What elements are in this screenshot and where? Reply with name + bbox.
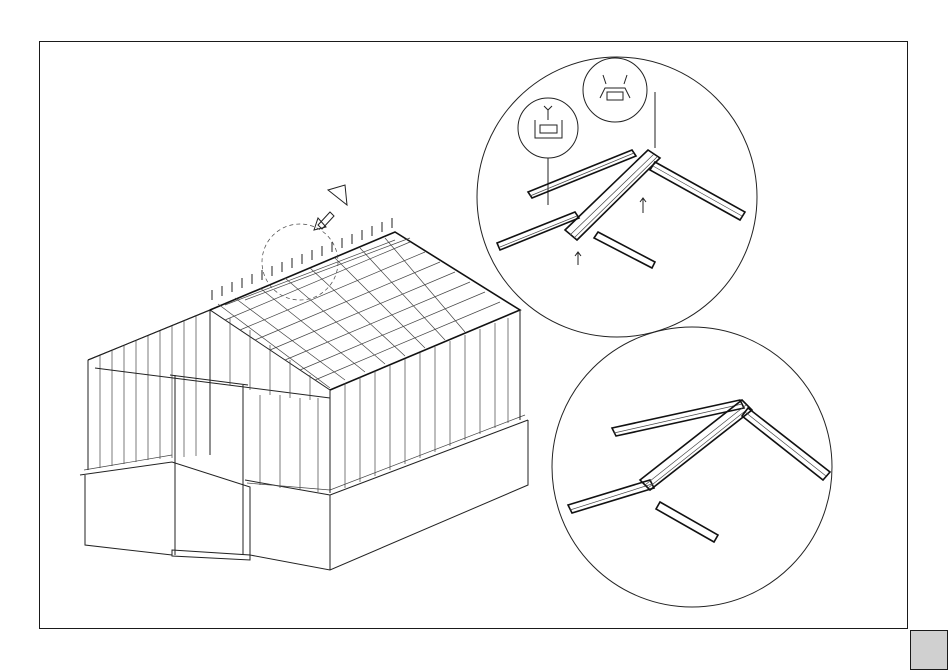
direction-arrow bbox=[314, 185, 347, 230]
greenhouse-drawing bbox=[80, 218, 528, 570]
detail-circle-top bbox=[477, 57, 757, 337]
detail-circle-bottom bbox=[552, 327, 832, 607]
profile-callout-2 bbox=[583, 58, 655, 148]
page-number-tab bbox=[910, 630, 948, 670]
profile-callout-1 bbox=[518, 98, 578, 205]
